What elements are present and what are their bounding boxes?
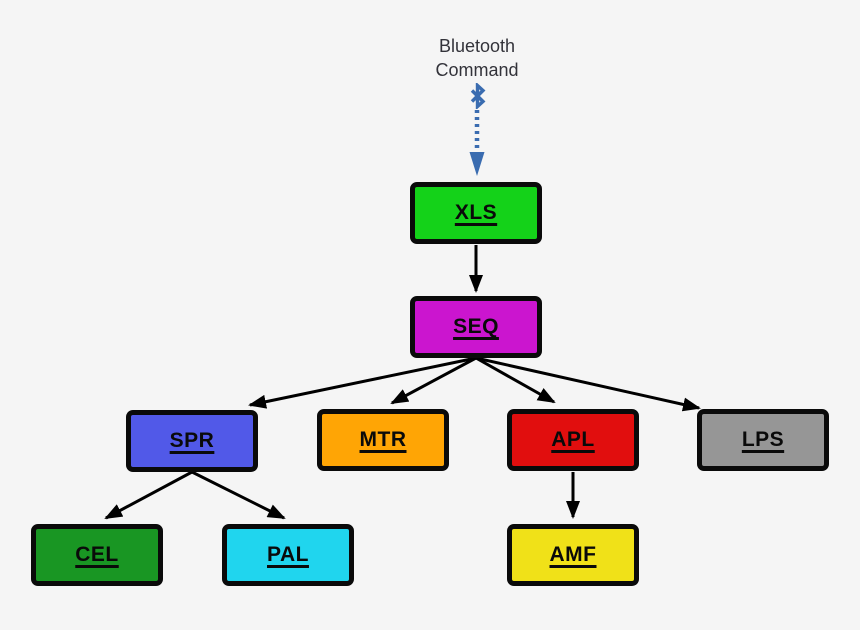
node-lps-label: LPS (741, 428, 785, 451)
node-apl-label: APL (551, 428, 595, 451)
node-spr: SPR (126, 410, 258, 472)
node-seq: SEQ (410, 296, 542, 358)
bluetooth-label-line1: Bluetooth (438, 36, 516, 56)
edge-spr-cel (104, 470, 193, 520)
edge-seq-mtr (390, 356, 477, 405)
node-amf-label: AMF (549, 543, 597, 566)
node-cel-label: CEL (75, 543, 119, 566)
node-spr-label: SPR (169, 429, 215, 452)
node-seq-label: SEQ (453, 315, 499, 338)
node-mtr: MTR (317, 409, 449, 471)
edge-seq-apl (475, 356, 556, 404)
edge-spr-pal (191, 470, 286, 520)
node-pal-label: PAL (267, 543, 309, 566)
bluetooth-command-label: Bluetooth Command (377, 34, 577, 82)
node-pal: PAL (222, 524, 354, 586)
node-xls: XLS (410, 182, 542, 244)
edge-seq-lps (475, 356, 701, 412)
node-apl: APL (507, 409, 639, 471)
edge-seq-spr (248, 356, 477, 409)
node-cel: CEL (31, 524, 163, 586)
node-amf: AMF (507, 524, 639, 586)
bluetooth-label-line2: Command (435, 60, 519, 80)
bluetooth-arrow (469, 110, 485, 176)
node-mtr-label: MTR (359, 428, 407, 451)
bluetooth-icon (470, 83, 486, 109)
node-lps: LPS (697, 409, 829, 471)
node-xls-label: XLS (454, 201, 498, 224)
